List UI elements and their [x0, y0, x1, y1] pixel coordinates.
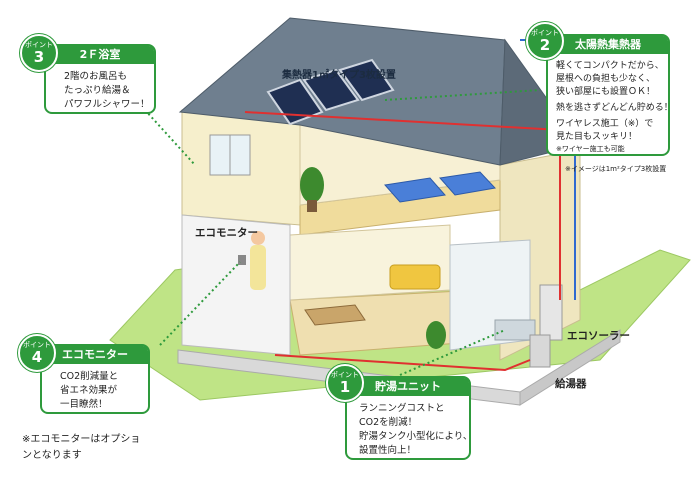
roof-collector-label: 集熱器1㎡タイプ3枚設置 — [282, 70, 396, 81]
callout-line: 熱を逃さずどんどん貯める！ — [556, 103, 673, 113]
water-heater-label: 給湯器 — [555, 378, 587, 390]
callout-line: 狭い部屋にも設置ＯＫ！ — [556, 87, 656, 97]
point-badge-2: ポイント 2 — [526, 22, 564, 60]
callout-line: 軽くてコンパクトだから、 — [556, 61, 664, 71]
callout-line: 屋根への負担も少なく、 — [556, 74, 656, 84]
callout-title: 太陽熱集熱器 — [548, 36, 668, 54]
callout-small-note: ※ワイヤー施工も可能 — [556, 145, 625, 153]
sofa — [389, 264, 441, 290]
eco-monitor-device — [238, 255, 246, 265]
callout-point3: 2Ｆ浴室 2階のお風呂も たっぷり給湯＆ パワフルシャワー！ — [44, 44, 156, 114]
point-badge-3: ポイント 3 — [20, 34, 58, 72]
bathtub — [494, 319, 536, 341]
eco-solar-label: エコソーラー — [567, 330, 630, 342]
callout-line: 省エネ効果が — [60, 385, 118, 396]
callout-line: ランニングコストと — [359, 403, 445, 414]
callout-line: たっぷり給湯＆ — [64, 85, 131, 96]
callout-point4: エコモニター CO2削減量と 省エネ効果が 一目瞭然！ — [40, 344, 150, 414]
callout-line: CO2を削減！ — [359, 417, 418, 428]
callout-line: 一目瞭然！ — [60, 399, 108, 410]
callout-point1: 貯湯ユニット ランニングコストと CO2を削減！ 貯湯タンク小型化により、 設置… — [345, 376, 473, 460]
callout-title: 貯湯ユニット — [347, 378, 469, 396]
callout-title: エコモニター — [42, 346, 148, 364]
point-badge-4: ポイント 4 — [18, 334, 56, 372]
bed-right — [439, 171, 496, 196]
plant-upper — [300, 167, 324, 203]
solar-collector-3 — [338, 58, 395, 102]
callout-point2: 太陽熱集熱器 軽くてコンパクトだから、 屋根への負担も少なく、 狭い部屋にも設置… — [546, 34, 673, 156]
leader-point2 — [384, 89, 541, 101]
leader-point4 — [159, 261, 241, 346]
leader-point3 — [144, 109, 196, 166]
water-heater-unit — [529, 334, 551, 368]
footnote: ※エコモニターはオプショ ンとなります — [22, 434, 141, 461]
callout-line: ワイヤレス施工（※）で — [556, 119, 654, 129]
dining-table — [304, 304, 366, 326]
solar-collector-2 — [302, 68, 360, 112]
eco-monitor-label: エコモニター — [195, 227, 258, 239]
plant-ground — [426, 321, 446, 349]
callout-line: 2階のお風呂も — [64, 71, 128, 82]
person-body — [250, 245, 266, 290]
foundation-side — [519, 329, 621, 406]
roof-image-note: ※イメージは1m²タイプ3枚設置 — [565, 165, 667, 173]
callout-line: CO2削減量と — [60, 371, 119, 382]
callout-line: 見た目もスッキリ！ — [556, 132, 638, 142]
callout-line: 貯湯タンク小型化により、 — [359, 431, 473, 442]
pipe-red-lower — [274, 354, 531, 372]
leader-point1 — [399, 329, 506, 376]
point-badge-1: ポイント 1 — [326, 364, 364, 402]
callout-line: 設置性向上！ — [359, 445, 417, 456]
callout-line: パワフルシャワー！ — [64, 99, 150, 110]
storage-unit — [539, 284, 563, 341]
person-head — [251, 231, 265, 245]
bed-left — [384, 177, 446, 203]
callout-title: 2Ｆ浴室 — [46, 46, 154, 64]
